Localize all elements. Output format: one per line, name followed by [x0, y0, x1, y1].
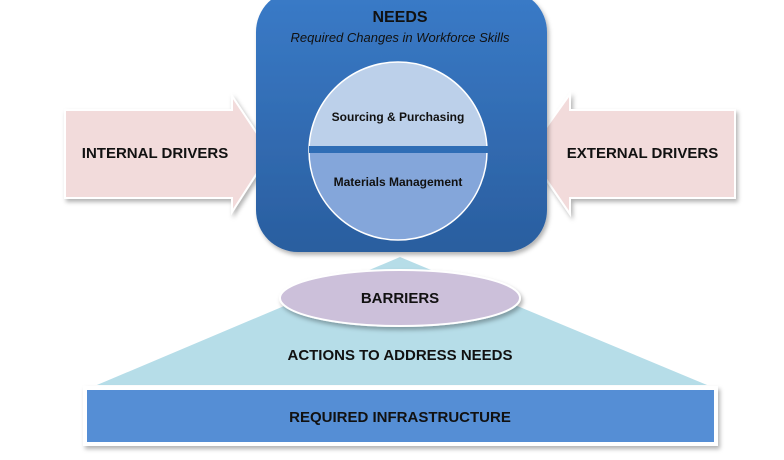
actions-label: ACTIONS TO ADDRESS NEEDS: [287, 347, 513, 364]
needs-title: NEEDS: [372, 9, 428, 26]
infrastructure-label: REQUIRED INFRASTRUCTURE: [289, 409, 511, 426]
needs-subtitle: Required Changes in Workforce Skills: [290, 30, 510, 45]
barriers-label: BARRIERS: [360, 290, 440, 307]
sourcing-purchasing-label: Sourcing & Purchasing: [331, 110, 465, 124]
external-drivers-label: EXTERNAL DRIVERS: [566, 145, 719, 162]
external-drivers-arrow: [526, 90, 736, 218]
internal-drivers-label: INTERNAL DRIVERS: [81, 145, 229, 162]
infrastructure-bar: [83, 386, 718, 446]
materials-management-label: Materials Management: [333, 175, 463, 189]
circle-divider-band: [309, 146, 488, 153]
internal-drivers-arrow: [64, 92, 272, 216]
barriers-ellipse: [279, 269, 521, 327]
